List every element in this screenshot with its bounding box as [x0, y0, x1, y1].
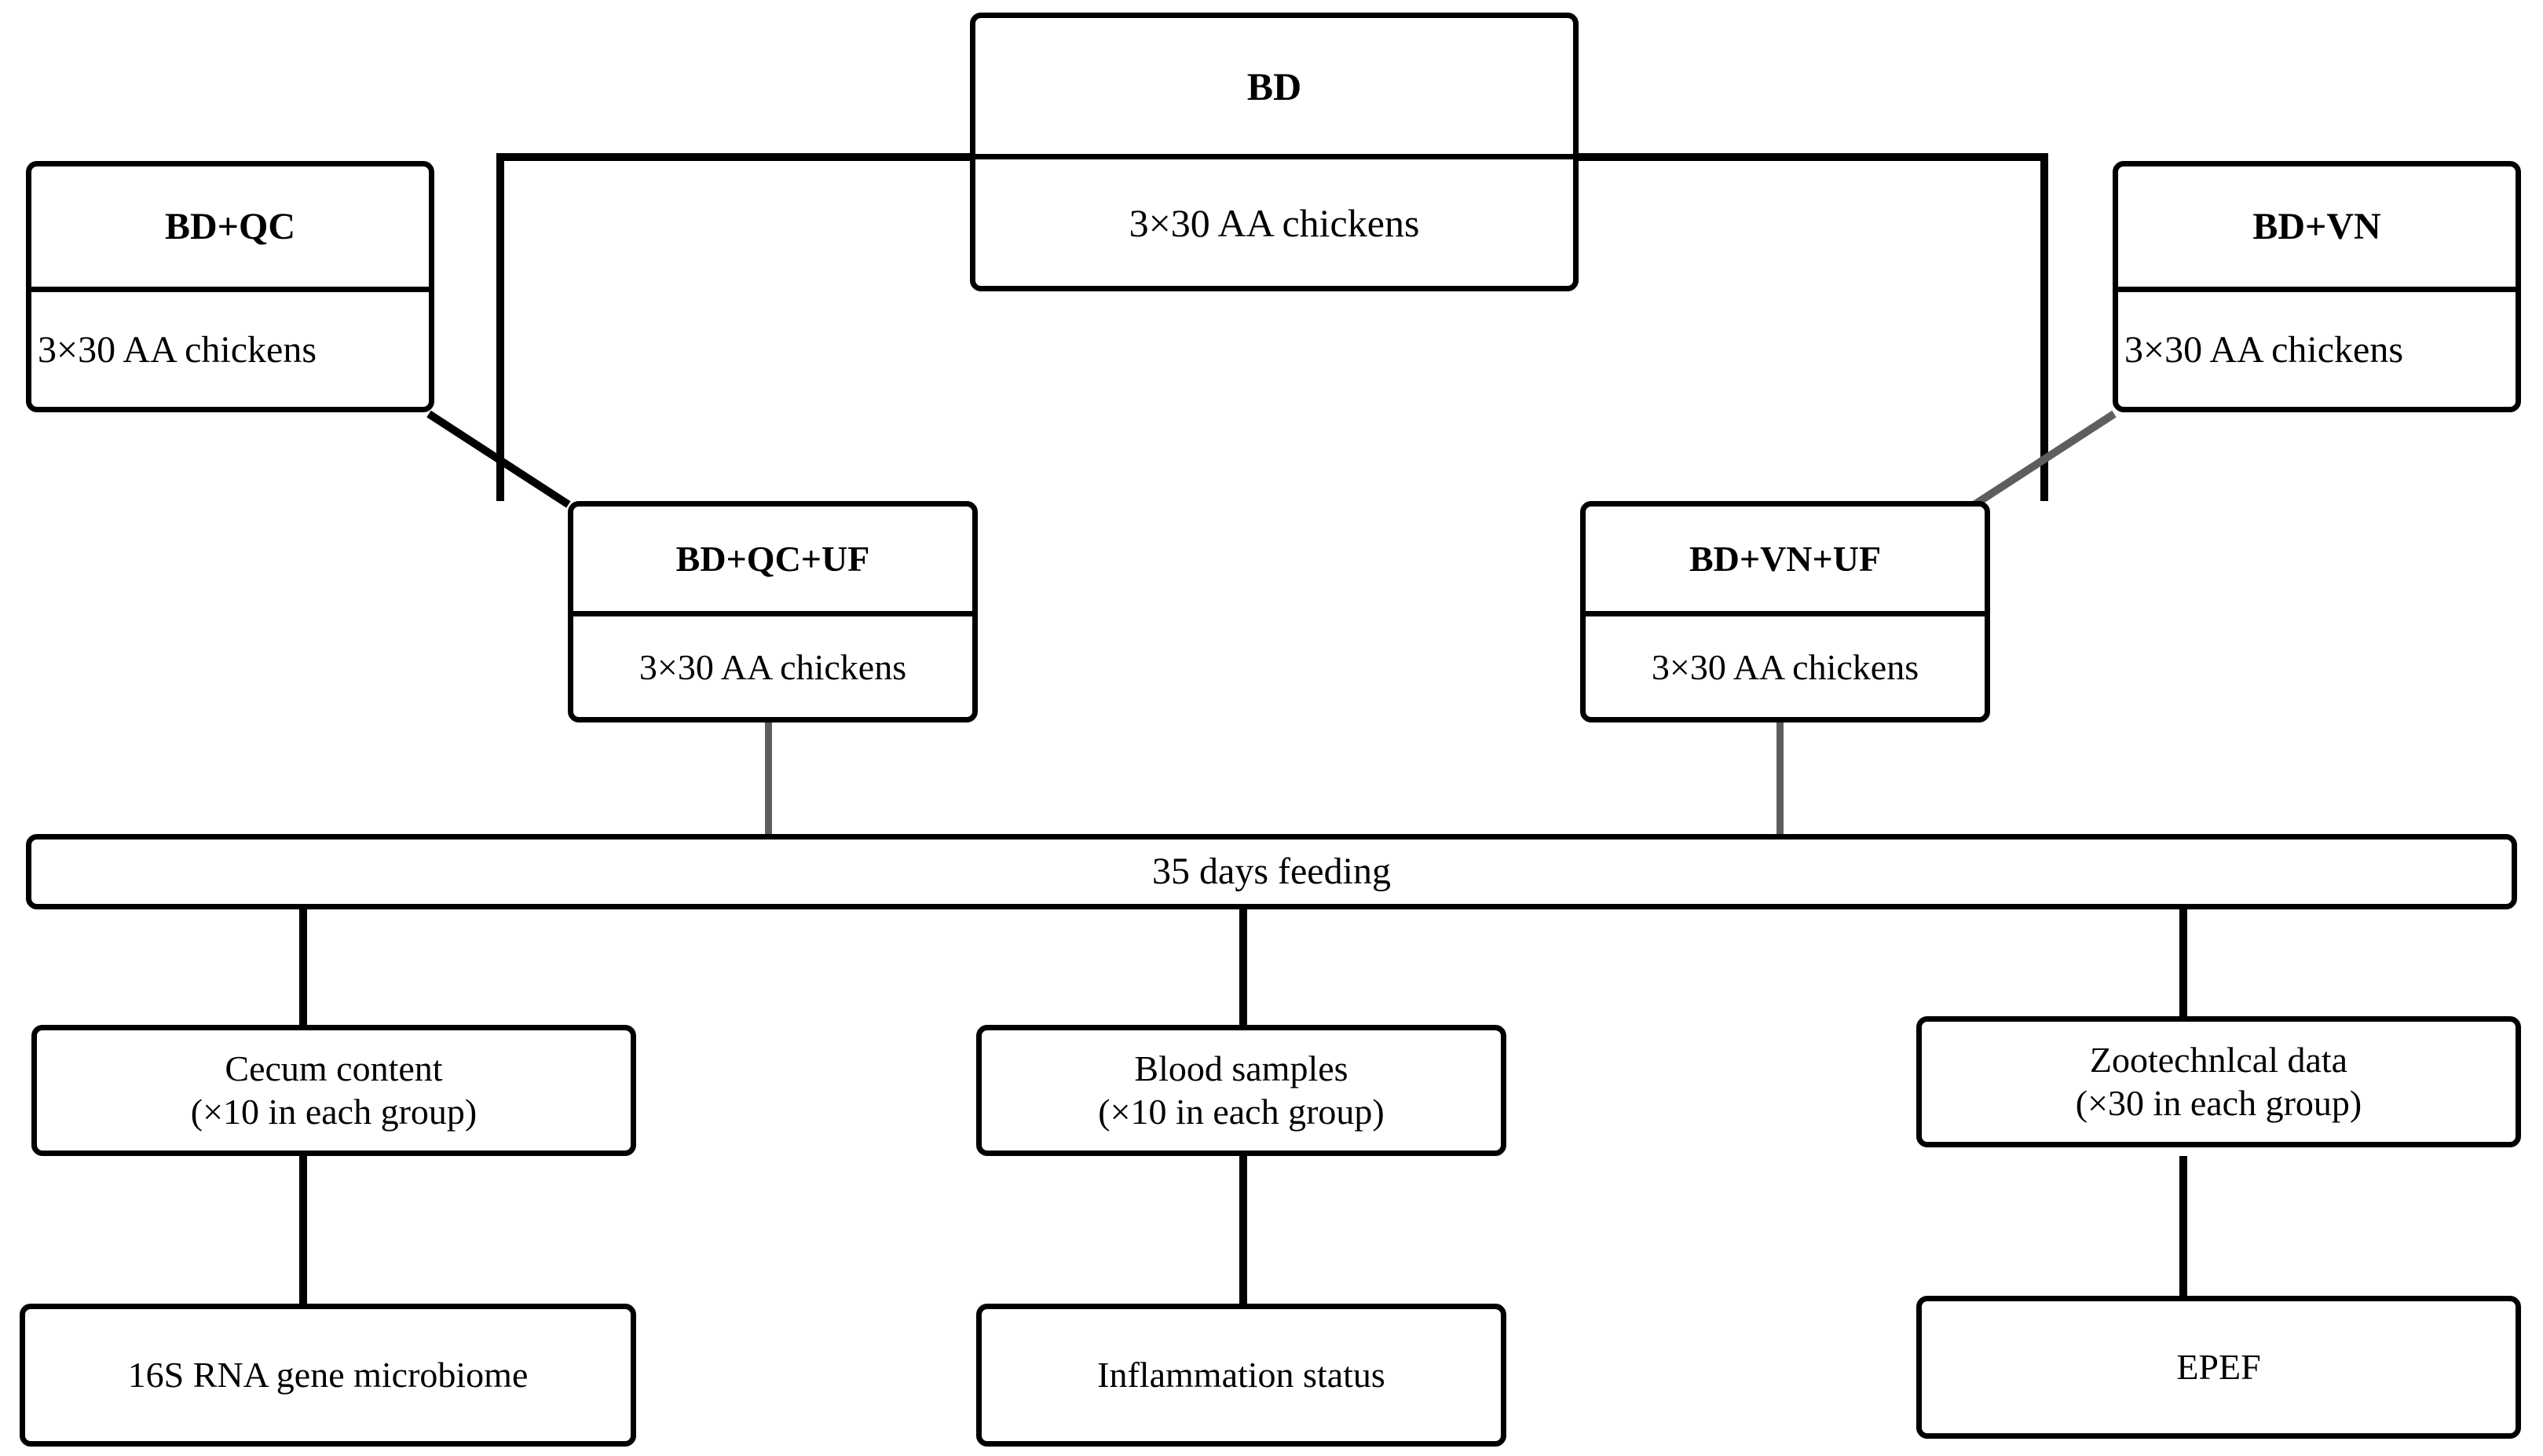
sample-zootechnical-line1: Zootechnlcal data	[2089, 1040, 2348, 1081]
group-bd-label: BD	[975, 18, 1573, 159]
sample-box-blood[interactable]: Blood samples (×10 in each group)	[976, 1025, 1506, 1156]
sample-zootechnical-text: Zootechnlcal data (×30 in each group)	[2076, 1039, 2362, 1125]
connector-cecum-to-microbiome	[299, 1156, 307, 1305]
result-box-microbiome[interactable]: 16S RNA gene microbiome	[20, 1304, 636, 1447]
sample-blood-text: Blood samples (×10 in each group)	[1098, 1048, 1384, 1133]
group-bd-count: 3×30 AA chickens	[1129, 200, 1420, 245]
result-inflammation-label: Inflammation status	[1097, 1354, 1385, 1395]
connector-right-drop	[2040, 153, 2048, 501]
connector-top-bus-left	[496, 153, 975, 161]
group-box-bd-vn-uf[interactable]: BD+VN+UF 3×30 AA chickens	[1580, 501, 1990, 723]
connector-qcuf-to-feeding	[765, 723, 772, 836]
connector-vnuf-to-feeding	[1776, 723, 1784, 836]
feeding-duration-label: 35 days feeding	[1152, 850, 1391, 892]
connector-zootech-to-epef	[2179, 1156, 2187, 1305]
feeding-duration-bar[interactable]: 35 days feeding	[26, 834, 2517, 909]
result-box-epef[interactable]: EPEF	[1916, 1296, 2521, 1439]
group-bd-qc-label: BD+QC	[31, 166, 429, 292]
sample-blood-line1: Blood samples	[1134, 1048, 1348, 1089]
connector-feeding-to-blood	[1239, 903, 1247, 1025]
group-bd-vn-uf-count: 3×30 AA chickens	[1651, 646, 1919, 687]
group-box-bd-qc-uf[interactable]: BD+QC+UF 3×30 AA chickens	[568, 501, 978, 723]
connector-feeding-to-zootech	[2179, 903, 2187, 1025]
group-box-bd[interactable]: BD 3×30 AA chickens	[970, 13, 1579, 291]
result-epef-label: EPEF	[2176, 1346, 2261, 1387]
group-bd-vn-label: BD+VN	[2118, 166, 2516, 292]
connector-left-drop	[496, 153, 504, 501]
group-bd-vn-count: 3×30 AA chickens	[2124, 328, 2404, 371]
result-microbiome-label: 16S RNA gene microbiome	[127, 1354, 529, 1395]
group-bd-qc-uf-label: BD+QC+UF	[573, 507, 972, 616]
sample-cecum-text: Cecum content (×10 in each group)	[191, 1048, 477, 1133]
sample-cecum-line2: (×10 in each group)	[190, 1091, 477, 1132]
group-bd-vn-uf-label: BD+VN+UF	[1586, 507, 1985, 616]
sample-box-zootechnical[interactable]: Zootechnlcal data (×30 in each group)	[1916, 1016, 2521, 1147]
result-box-inflammation[interactable]: Inflammation status	[976, 1304, 1506, 1447]
connector-feeding-to-cecum	[299, 903, 307, 1025]
sample-blood-line2: (×10 in each group)	[1098, 1091, 1385, 1132]
sample-zootechnical-line2: (×30 in each group)	[2075, 1082, 2362, 1123]
sample-box-cecum[interactable]: Cecum content (×10 in each group)	[31, 1025, 636, 1156]
group-box-bd-vn[interactable]: BD+VN 3×30 AA chickens	[2113, 161, 2521, 412]
connector-top-bus-right	[1569, 153, 2048, 161]
group-bd-qc-count: 3×30 AA chickens	[38, 328, 317, 371]
connector-blood-to-inflammation	[1239, 1156, 1247, 1305]
group-bd-qc-uf-count: 3×30 AA chickens	[638, 646, 907, 687]
sample-cecum-line1: Cecum content	[225, 1048, 443, 1089]
group-box-bd-qc[interactable]: BD+QC 3×30 AA chickens	[26, 161, 434, 412]
